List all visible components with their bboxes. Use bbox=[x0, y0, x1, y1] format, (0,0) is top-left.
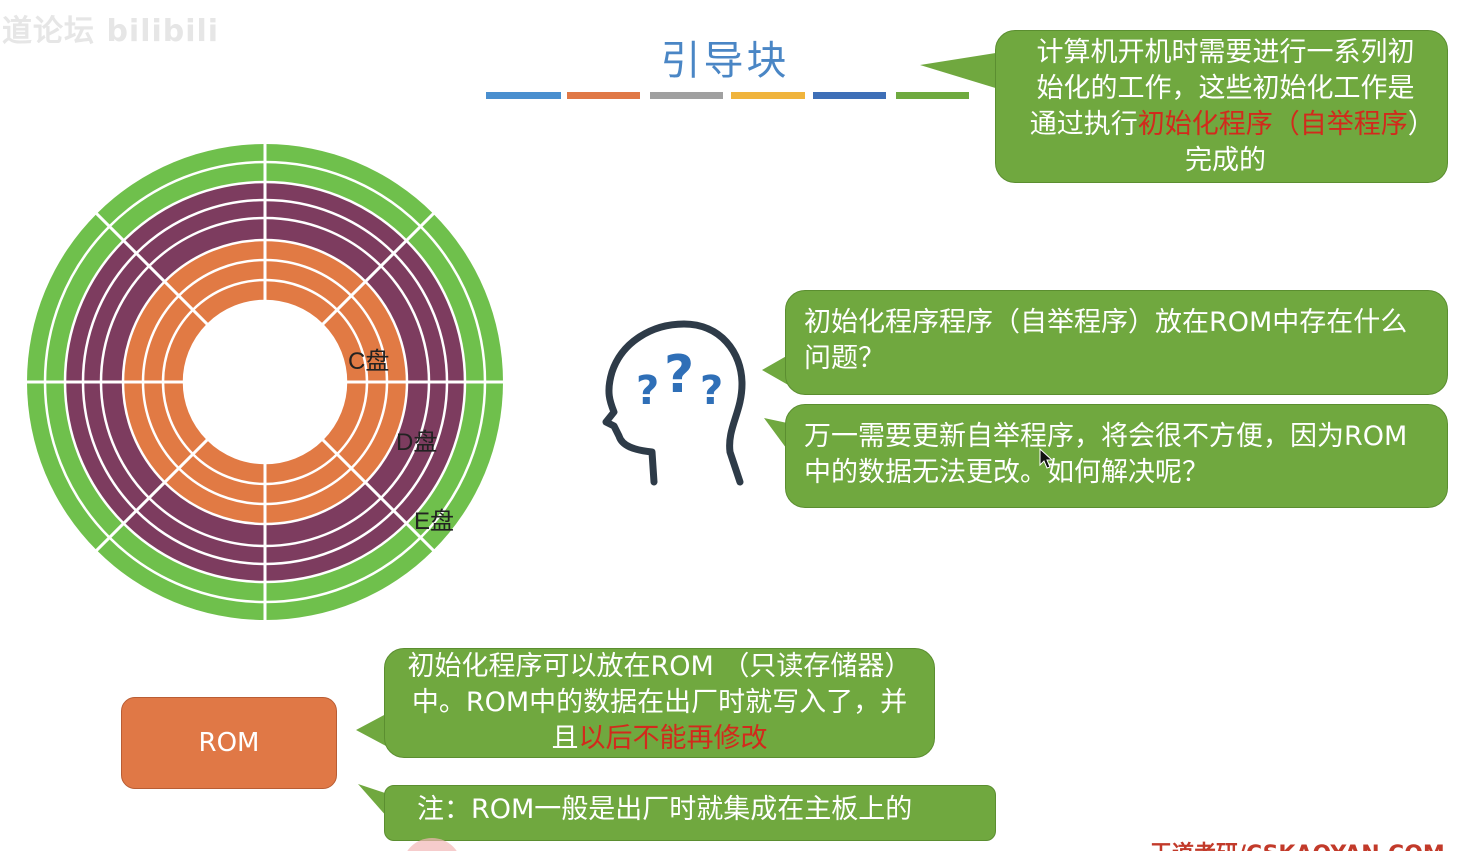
bubble-tail bbox=[920, 52, 1002, 90]
thinking-head-icon: ? ? ? bbox=[602, 320, 746, 486]
disk-hole bbox=[184, 301, 346, 463]
rom-desc-text: 初始化程序可以放在ROM （只读存储器）中。ROM中的数据在出厂时就写入了，并且 bbox=[407, 651, 912, 754]
boot-program-highlight: 初始化程序（自举程序 bbox=[1137, 109, 1408, 140]
bubble-tail bbox=[356, 714, 386, 746]
title-bar-6 bbox=[896, 92, 969, 99]
question-mark-icon: ? bbox=[636, 368, 659, 414]
bubble-question: 初始化程序程序（自举程序）放在ROM中存在什么问题？ bbox=[785, 290, 1448, 395]
footer-brand: 王道考研/CSKAOYAN.COM bbox=[1150, 836, 1445, 851]
title-bar-5 bbox=[813, 92, 886, 99]
note-text: 注：ROM一般是出厂时就集成在主板上的 bbox=[417, 794, 913, 825]
bubble-boot-intro: 计算机开机时需要进行一系列初始化的工作，这些初始化工作是通过执行初始化程序（自举… bbox=[995, 30, 1448, 183]
bubble-tail bbox=[762, 354, 790, 386]
rom-not-modifiable-highlight: 以后不能再修改 bbox=[578, 723, 768, 754]
question-mark-icon: ? bbox=[664, 345, 694, 405]
bubble-rom-desc: 初始化程序可以放在ROM （只读存储器）中。ROM中的数据在出厂时就写入了，并且… bbox=[384, 648, 935, 758]
title-bar-2 bbox=[567, 92, 640, 99]
sector-line bbox=[321, 211, 436, 326]
decorative-mark bbox=[402, 838, 462, 851]
rom-box: ROM bbox=[121, 697, 337, 789]
partition-label-d: D盘 bbox=[396, 429, 437, 456]
boot-intro-end: ）完成的 bbox=[1185, 109, 1422, 176]
question-text: 初始化程序程序（自举程序）放在ROM中存在什么问题？ bbox=[804, 307, 1408, 374]
bubble-note: 注：ROM一般是出厂时就集成在主板上的 bbox=[384, 785, 996, 841]
sector-line bbox=[321, 438, 436, 553]
watermark: 道论坛 bilibili bbox=[2, 14, 220, 49]
title-bar-3 bbox=[650, 92, 723, 99]
mouse-cursor-icon bbox=[1039, 448, 1054, 469]
answer-text: 万一需要更新自举程序，将会很不方便，因为ROM中的数据无法更改。如何解决呢？ bbox=[804, 421, 1408, 488]
question-mark-icon: ? bbox=[700, 368, 723, 414]
disk-diagram: C盘 D盘 E盘 bbox=[25, 142, 505, 622]
title-bar-1 bbox=[486, 92, 561, 99]
partition-label-c: C盘 bbox=[348, 348, 389, 375]
slide-title: 引导块 bbox=[660, 38, 790, 84]
bubble-tail bbox=[358, 784, 388, 818]
boot-intro-text: 计算机开机时需要进行一系列初始化的工作，这些初始化工作是通过执行 bbox=[1029, 37, 1415, 140]
bubble-answer: 万一需要更新自举程序，将会很不方便，因为ROM中的数据无法更改。如何解决呢？ bbox=[785, 404, 1448, 508]
title-bar-4 bbox=[731, 92, 805, 99]
sector-line bbox=[94, 211, 209, 326]
sector-line bbox=[94, 438, 209, 553]
partition-label-e: E盘 bbox=[414, 508, 454, 535]
sector-lines bbox=[25, 142, 505, 622]
